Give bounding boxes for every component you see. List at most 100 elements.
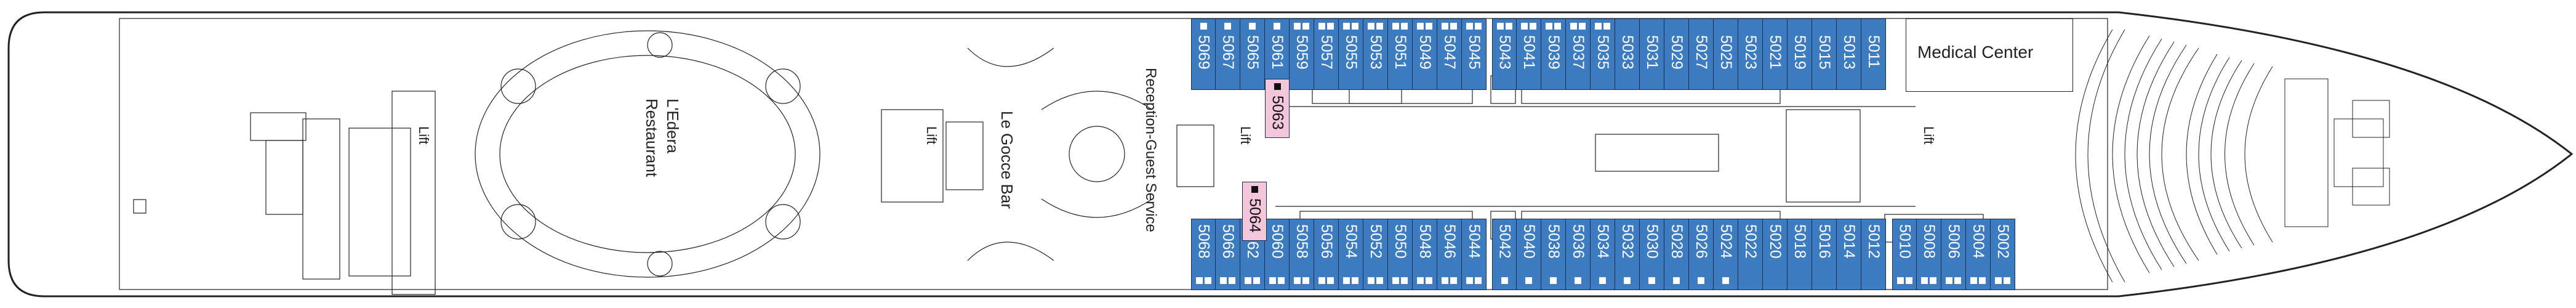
- cabin-5011[interactable]: 5011: [1861, 18, 1886, 90]
- cabin-5037[interactable]: 5037: [1566, 18, 1591, 90]
- cabin-5066[interactable]: 5066: [1216, 219, 1240, 290]
- cabin-5046[interactable]: 5046: [1437, 219, 1462, 290]
- cabin-5053[interactable]: 5053: [1363, 18, 1388, 90]
- cabin-number: 5032: [1619, 224, 1636, 259]
- cabin-5063[interactable]: 5063: [1265, 79, 1290, 138]
- cabin-number: 5011: [1865, 35, 1882, 68]
- cabin-5018[interactable]: 5018: [1788, 219, 1812, 290]
- double-bed-icon: [1392, 277, 1408, 285]
- single-bed-icon: [1501, 277, 1508, 285]
- cabin-5022[interactable]: 5022: [1738, 219, 1763, 290]
- cabin-5025[interactable]: 5025: [1714, 18, 1738, 90]
- cabin-number: 5048: [1416, 224, 1434, 259]
- cabin-5004[interactable]: 5004: [1966, 219, 1991, 290]
- single-bed-icon: [1251, 186, 1258, 193]
- cabin-5020[interactable]: 5020: [1763, 219, 1788, 290]
- cabin-number: 5068: [1195, 224, 1213, 259]
- single-bed-icon: [1550, 277, 1557, 285]
- cabin-5024[interactable]: 5024: [1714, 219, 1738, 290]
- cabin-5051[interactable]: 5051: [1388, 18, 1413, 90]
- double-bed-icon: [1521, 23, 1536, 30]
- cabin-5040[interactable]: 5040: [1517, 219, 1541, 290]
- cabin-special-5063: 5063: [1265, 79, 1290, 138]
- cabin-5047[interactable]: 5047: [1437, 18, 1462, 90]
- double-bed-icon: [1195, 277, 1211, 285]
- restaurant-label: L'Edera Restaurant: [643, 99, 682, 177]
- cabin-5058[interactable]: 5058: [1290, 219, 1314, 290]
- cabin-5054[interactable]: 5054: [1339, 219, 1363, 290]
- cabin-5029[interactable]: 5029: [1664, 18, 1689, 90]
- medical-center[interactable]: Medical Center: [1906, 18, 2073, 92]
- cabin-5052[interactable]: 5052: [1363, 219, 1388, 290]
- cabin-5030[interactable]: 5030: [1640, 219, 1664, 290]
- cabin-5055[interactable]: 5055: [1339, 18, 1363, 90]
- cabin-5061[interactable]: 5061: [1265, 18, 1290, 90]
- cabin-number: 5042: [1496, 224, 1514, 259]
- cabin-5048[interactable]: 5048: [1413, 219, 1437, 290]
- cabin-5064[interactable]: 5064: [1242, 182, 1267, 241]
- cabin-5016[interactable]: 5016: [1812, 219, 1837, 290]
- cabin-number: 5034: [1594, 224, 1611, 259]
- cabin-number: 5025: [1717, 35, 1735, 70]
- cabin-5019[interactable]: 5019: [1788, 18, 1812, 90]
- double-bed-icon: [1496, 23, 1512, 30]
- cabin-5068[interactable]: 5068: [1191, 219, 1216, 290]
- cabin-5038[interactable]: 5038: [1541, 219, 1566, 290]
- double-bed-icon: [1318, 23, 1334, 30]
- cabin-5034[interactable]: 5034: [1591, 219, 1615, 290]
- cabin-5067[interactable]: 5067: [1216, 18, 1240, 90]
- cabin-number: 5031: [1643, 35, 1661, 70]
- cabin-5015[interactable]: 5015: [1812, 18, 1837, 90]
- cabin-5002[interactable]: 5002: [1991, 219, 2015, 290]
- cabin-5060[interactable]: 5060: [1265, 219, 1290, 290]
- cabin-5027[interactable]: 5027: [1689, 18, 1714, 90]
- cabin-5032[interactable]: 5032: [1615, 219, 1640, 290]
- cabin-5008[interactable]: 5008: [1917, 219, 1941, 290]
- cabin-5010[interactable]: 5010: [1892, 219, 1917, 290]
- cabin-5050[interactable]: 5050: [1388, 219, 1413, 290]
- cabin-5039[interactable]: 5039: [1541, 18, 1566, 90]
- cabin-number: 5063: [1269, 95, 1286, 130]
- cabin-5059[interactable]: 5059: [1290, 18, 1314, 90]
- cabin-5042[interactable]: 5042: [1492, 219, 1517, 290]
- cabin-number: 5023: [1742, 35, 1759, 70]
- cabin-5014[interactable]: 5014: [1837, 219, 1861, 290]
- cabin-5045[interactable]: 5045: [1462, 18, 1487, 90]
- cabin-5021[interactable]: 5021: [1763, 18, 1788, 90]
- cabin-number: 5066: [1219, 224, 1237, 259]
- cabin-5006[interactable]: 5006: [1941, 219, 1966, 290]
- single-bed-icon: [1274, 83, 1281, 91]
- double-bed-icon: [1294, 23, 1309, 30]
- cabin-5023[interactable]: 5023: [1738, 18, 1763, 90]
- cabin-5028[interactable]: 5028: [1664, 219, 1689, 290]
- cabin-5041[interactable]: 5041: [1517, 18, 1541, 90]
- cabin-5057[interactable]: 5057: [1314, 18, 1339, 90]
- cabin-number: 5067: [1219, 35, 1237, 70]
- cabin-5031[interactable]: 5031: [1640, 18, 1664, 90]
- cabin-number: 5059: [1293, 35, 1310, 70]
- double-bed-icon: [1970, 277, 1986, 285]
- cabin-5036[interactable]: 5036: [1566, 219, 1591, 290]
- cabin-5012[interactable]: 5012: [1861, 219, 1886, 290]
- cabin-number: 5012: [1865, 224, 1882, 259]
- cabin-special-5064: 5064: [1242, 182, 1267, 241]
- cabin-5033[interactable]: 5033: [1615, 18, 1640, 90]
- cabin-5049[interactable]: 5049: [1413, 18, 1437, 90]
- cabin-5043[interactable]: 5043: [1492, 18, 1517, 90]
- cabin-number: 5037: [1570, 35, 1587, 70]
- cabin-5013[interactable]: 5013: [1837, 18, 1861, 90]
- cabin-number: 5038: [1545, 224, 1562, 259]
- lift-label: Lift: [1238, 126, 1253, 145]
- cabin-5056[interactable]: 5056: [1314, 219, 1339, 290]
- cabin-5065[interactable]: 5065: [1240, 18, 1265, 90]
- lift-label: Lift: [924, 126, 939, 145]
- cabin-5069[interactable]: 5069: [1191, 18, 1216, 90]
- cabin-5035[interactable]: 5035: [1591, 18, 1615, 90]
- cabin-5026[interactable]: 5026: [1689, 219, 1714, 290]
- cabin-5044[interactable]: 5044: [1462, 219, 1487, 290]
- lift-label: Lift: [1921, 126, 1936, 145]
- double-bed-icon: [1417, 277, 1432, 285]
